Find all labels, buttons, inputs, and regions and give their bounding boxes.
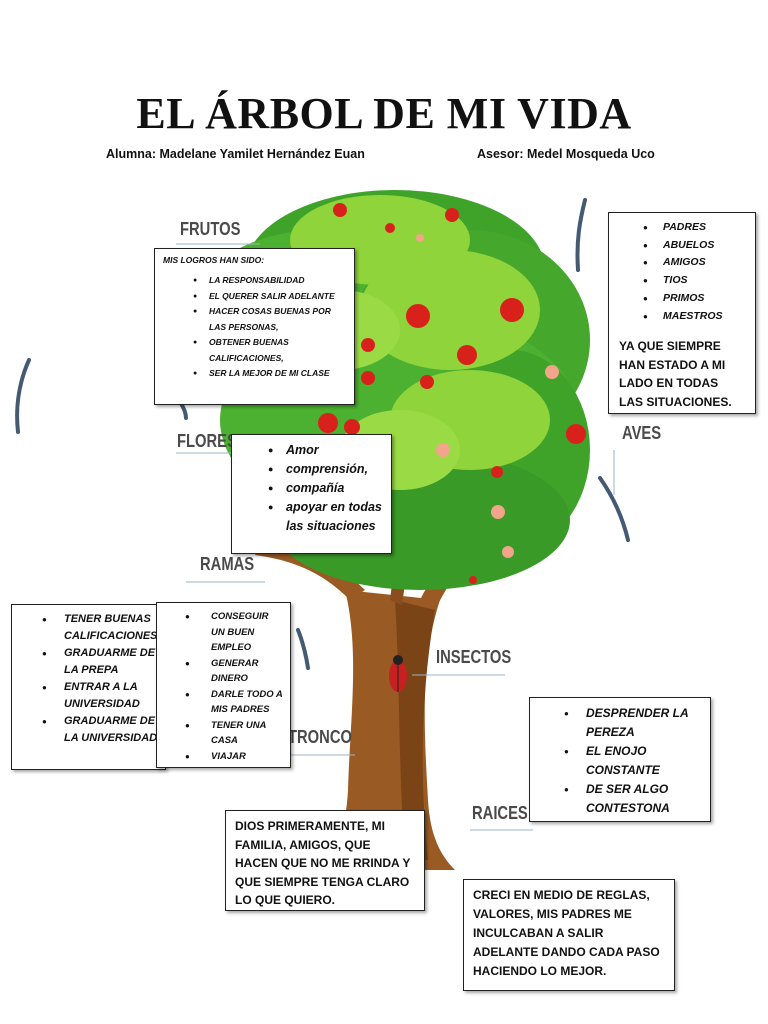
flores-box: Amor comprensión, compañía apoyar en tod… [231,434,392,554]
aves-list: PADRES ABUELOS AMIGOS TIOS PRIMOS MAESTR… [619,219,745,325]
bird-icons [15,198,630,670]
list-item: CONSEGUIR UN BUEN EMPLEO [163,609,284,656]
label-frutos: FRUTOS [180,219,241,239]
list-item: GRADUARME DE LA UNIVERSIDAD [18,713,159,747]
label-tronco: TRONCO [288,727,352,747]
list-item: MAESTROS [619,308,745,326]
page-title: EL ÁRBOL DE MI VIDA [136,89,632,138]
frutos-list: LA RESPONSABILIDAD EL QUERER SALIR ADELA… [163,273,346,382]
frutos-heading: MIS LOGROS HAN SIDO: [163,255,265,265]
ramas-right-list: CONSEGUIR UN BUEN EMPLEO GENERAR DINERO … [163,609,284,764]
list-item: DESPRENDER LA PEREZA [538,704,702,742]
insectos-box: DESPRENDER LA PEREZA EL ENOJO CONSTANTE … [529,697,711,822]
bird-icon [15,358,31,434]
list-item: HACER COSAS BUENAS POR LAS PERSONAS, [163,304,346,335]
bird-icon [575,198,587,272]
insectos-list: DESPRENDER LA PEREZA EL ENOJO CONSTANTE … [538,704,702,818]
list-item: EL QUERER SALIR ADELANTE [163,289,346,305]
bird-icon [598,476,630,542]
aves-text: YA QUE SIEMPRE HAN ESTADO A MI LADO EN T… [619,339,732,409]
label-insectos: INSECTOS [436,647,512,667]
list-item: comprensión, [240,460,383,479]
label-raices: RAICES [472,803,528,823]
list-item: GENERAR DINERO [163,656,284,687]
list-item: apoyar en todas las situaciones [240,498,383,536]
list-item: VIAJAR [163,749,284,765]
list-item: Amor [240,441,383,460]
list-item: GRADUARME DE LA PREPA [18,645,159,679]
raices-text: CRECI EN MEDIO DE REGLAS, VALORES, MIS P… [473,888,660,978]
list-item: ENTRAR A LA UNIVERSIDAD [18,679,159,713]
aves-box: PADRES ABUELOS AMIGOS TIOS PRIMOS MAESTR… [608,212,756,414]
ramas-left-list: TENER BUENAS CALIFICACIONES GRADUARME DE… [18,611,159,747]
list-item: TENER UNA CASA [163,718,284,749]
list-item: TIOS [619,272,745,290]
label-ramas: RAMAS [200,554,255,574]
list-item: DARLE TODO A MIS PADRES [163,687,284,718]
list-item: PRIMOS [619,290,745,308]
list-item: AMIGOS [619,254,745,272]
list-item: OBTENER BUENAS CALIFICACIONES, [163,335,346,366]
frutos-box: MIS LOGROS HAN SIDO: LA RESPONSABILIDAD … [154,248,355,405]
list-item: TENER BUENAS CALIFICACIONES [18,611,159,645]
ramas-box-left: TENER BUENAS CALIFICACIONES GRADUARME DE… [11,604,166,770]
ramas-box-right: CONSEGUIR UN BUEN EMPLEO GENERAR DINERO … [156,602,291,768]
list-item: DE SER ALGO CONTESTONA [538,780,702,818]
list-item: compañía [240,479,383,498]
label-aves: AVES [622,423,662,443]
list-item: PADRES [619,219,745,237]
ladybug-icon [389,655,407,692]
tree-branch-left [255,545,365,600]
tree-apples [318,203,586,584]
flores-list: Amor comprensión, compañía apoyar en tod… [240,441,383,536]
list-item: EL ENOJO CONSTANTE [538,742,702,780]
label-flores: FLORES [177,431,237,451]
tronco-box: DIOS PRIMERAMENTE, MI FAMILIA, AMIGOS, Q… [225,810,425,911]
tree-trunk-shade [395,600,435,860]
raices-box: CRECI EN MEDIO DE REGLAS, VALORES, MIS P… [463,879,675,991]
student-name: Alumna: Madelane Yamilet Hernández Euan [106,147,365,161]
tronco-text: DIOS PRIMERAMENTE, MI FAMILIA, AMIGOS, Q… [235,819,411,907]
list-item: SER LA MEJOR DE MI CLASE [163,366,346,382]
tree-flowers [416,234,559,558]
list-item: ABUELOS [619,237,745,255]
bird-icon [296,628,310,670]
advisor-name: Asesor: Medel Mosqueda Uco [477,147,655,161]
list-item: LA RESPONSABILIDAD [163,273,346,289]
